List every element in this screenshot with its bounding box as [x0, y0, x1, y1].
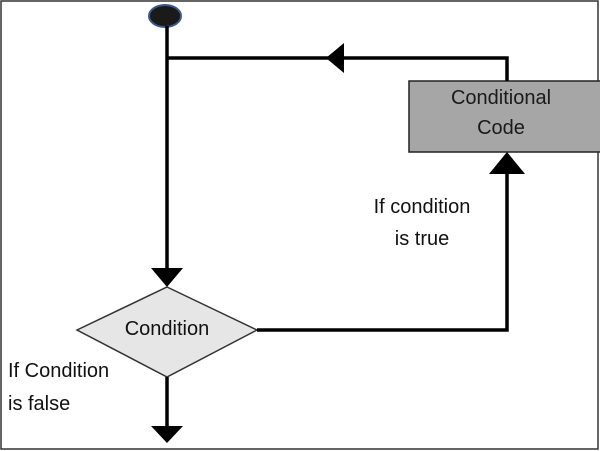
arrowhead-loop-back [326, 43, 344, 73]
flow-line-loop-back [167, 56, 509, 81]
true-branch-label-line2: is true [395, 228, 449, 250]
arrowhead-into-conditional-code [489, 152, 525, 174]
arrowhead-into-condition [151, 268, 183, 287]
condition-label: Condition [125, 318, 210, 340]
flow-line-true-branch [257, 170, 509, 332]
conditional-code-label-line1: Conditional [451, 87, 551, 109]
arrowhead-false-exit [151, 426, 183, 443]
conditional-code-box [408, 80, 600, 153]
conditional-code-label-line2: Code [477, 117, 525, 139]
false-branch-label-line2: is false [8, 393, 70, 415]
false-branch-label-line1: If Condition [8, 360, 109, 382]
start-node [148, 4, 182, 28]
true-branch-label-line1: If condition [374, 196, 471, 218]
